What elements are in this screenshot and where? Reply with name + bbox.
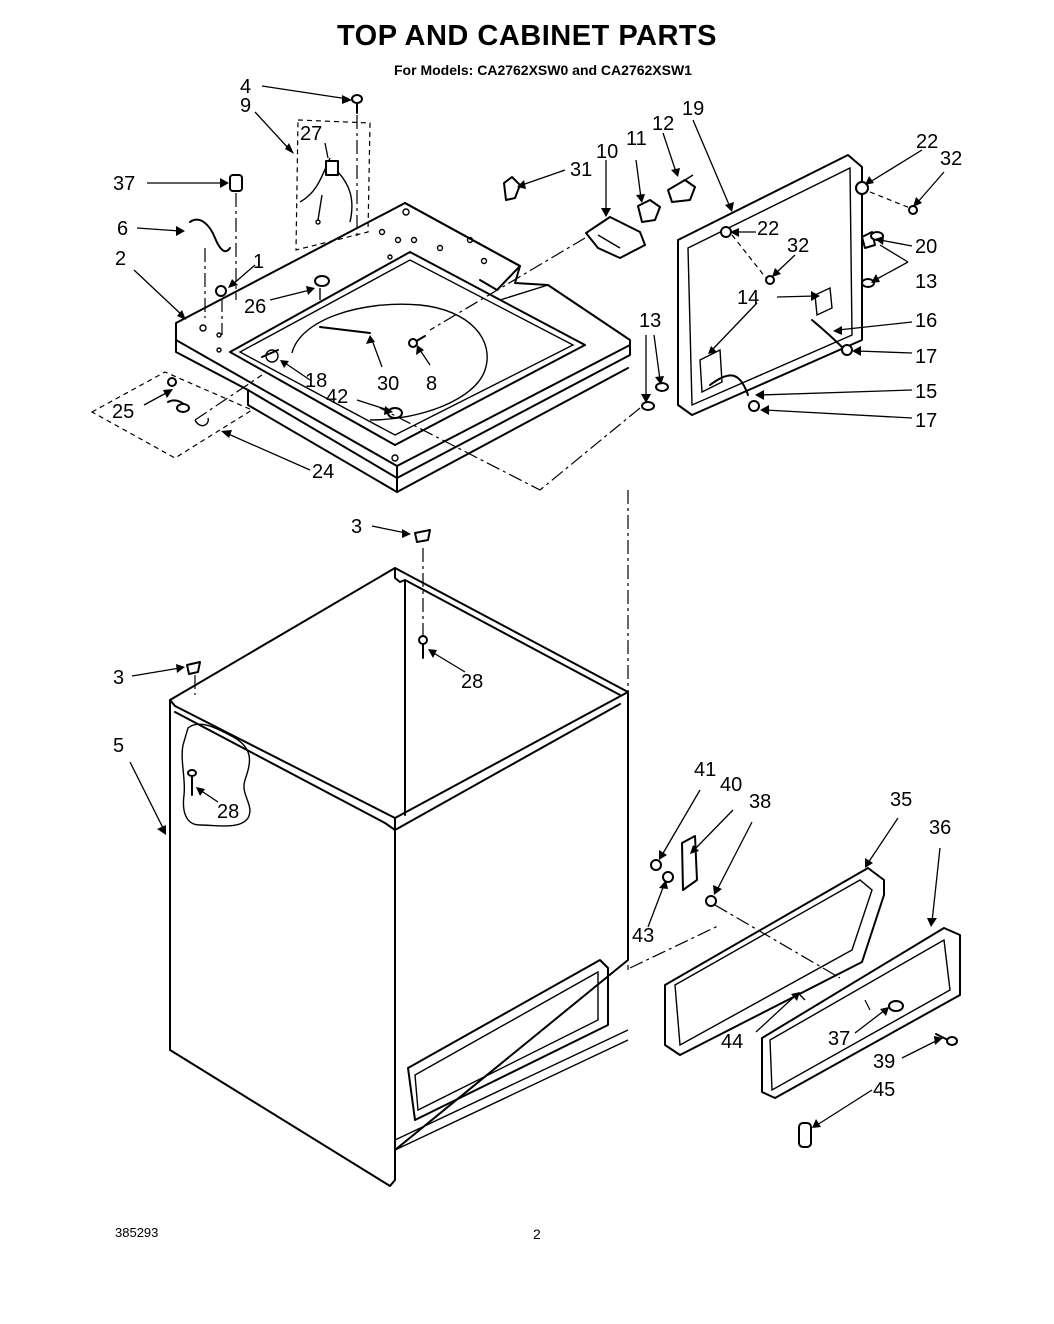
- lid-drawing: [379, 154, 918, 491]
- callout-label: 11: [626, 128, 647, 150]
- callout-label: 4: [240, 76, 251, 98]
- callout-label: 41: [694, 759, 716, 781]
- lid-switch-group: [429, 174, 696, 331]
- callout-label: 32: [940, 148, 962, 170]
- callout-label: 17: [915, 410, 937, 432]
- callout-label: 30: [377, 373, 399, 395]
- callout-label: 8: [426, 373, 437, 395]
- callout-label: 36: [929, 817, 951, 839]
- callout-label: 32: [787, 235, 809, 257]
- callout-label: 17: [915, 346, 937, 368]
- callout-label: 10: [596, 141, 618, 163]
- callout-label: 15: [915, 381, 937, 403]
- callout-label: 24: [312, 461, 334, 483]
- callout-label: 18: [305, 370, 327, 392]
- callout-label: 38: [749, 791, 771, 813]
- callout-label: 5: [113, 735, 124, 757]
- callout-label: 6: [117, 218, 128, 240]
- page-title: TOP AND CABINET PARTS: [336, 20, 717, 52]
- callout-label: 2: [115, 248, 126, 270]
- callout-label: 3: [351, 516, 362, 538]
- callout-labels: 4 9 27 37 6 2 1 26 18 30 8 42 25 24 31 1…: [112, 76, 962, 1101]
- cabinet-drawing: [169, 490, 629, 1187]
- callout-label: 45: [873, 1079, 895, 1101]
- document-number: 385293: [115, 1225, 159, 1240]
- callout-label: 22: [916, 131, 938, 153]
- top-hardware-group: [90, 174, 263, 459]
- door-assembly-drawing: [629, 835, 961, 1148]
- callout-label: 25: [112, 401, 134, 423]
- callout-label: 9: [240, 95, 251, 117]
- callout-label: 35: [890, 789, 912, 811]
- callout-label: 31: [570, 159, 592, 181]
- model-subtitle: For Models: CA2762XSW0 and CA2762XSW1: [394, 62, 692, 78]
- callout-label: 16: [915, 310, 937, 332]
- callout-label: 44: [721, 1031, 743, 1053]
- callout-label: 28: [217, 801, 239, 823]
- callout-label: 22: [757, 218, 779, 240]
- callout-label: 37: [828, 1028, 850, 1050]
- callout-label: 37: [113, 173, 135, 195]
- callout-label: 28: [461, 671, 483, 693]
- callout-label: 14: [737, 287, 759, 309]
- callout-leaders: [129, 85, 945, 1128]
- callout-label: 42: [326, 386, 348, 408]
- top-panel-drawing: [175, 202, 631, 493]
- callout-label: 12: [652, 113, 674, 135]
- callout-label: 43: [632, 925, 654, 947]
- callout-label: 39: [873, 1051, 895, 1073]
- callout-label: 13: [639, 310, 661, 332]
- callout-label: 19: [682, 98, 704, 120]
- callout-label: 26: [244, 296, 266, 318]
- wire-harness-group: [295, 94, 371, 251]
- callout-label: 3: [113, 667, 124, 689]
- callout-label: 40: [720, 774, 742, 796]
- callout-label: 1: [253, 251, 264, 273]
- callout-label: 20: [915, 236, 937, 258]
- callout-label: 13: [915, 271, 937, 293]
- page-number: 2: [533, 1226, 541, 1242]
- callout-label: 27: [300, 123, 322, 145]
